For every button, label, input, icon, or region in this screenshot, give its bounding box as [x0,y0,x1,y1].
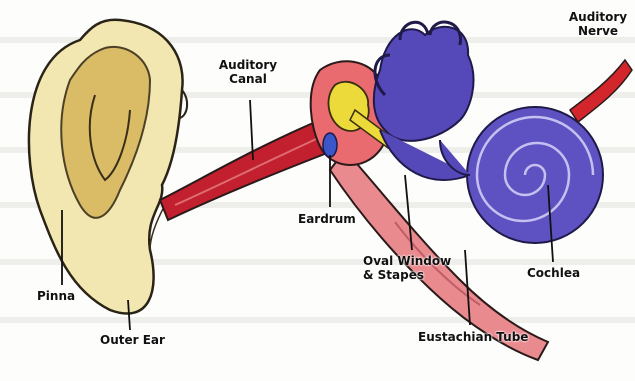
inner-ear-shape [374,22,474,180]
label-eustachian-tube: Eustachian Tube [418,330,528,344]
label-pinna: Pinna [37,289,75,303]
label-oval-window: Oval Window & Stapes [363,254,451,282]
label-auditory-nerve: Auditory Nerve [565,10,631,38]
pinna-shape [29,20,187,314]
label-auditory-canal: Auditory Canal [210,58,286,86]
label-cochlea: Cochlea [527,266,580,280]
label-eardrum: Eardrum [298,212,356,226]
eardrum-shape [323,133,337,157]
cochlea-shape [440,107,603,243]
auditory-nerve-shape [570,60,632,122]
label-outer-ear: Outer Ear [100,333,165,347]
